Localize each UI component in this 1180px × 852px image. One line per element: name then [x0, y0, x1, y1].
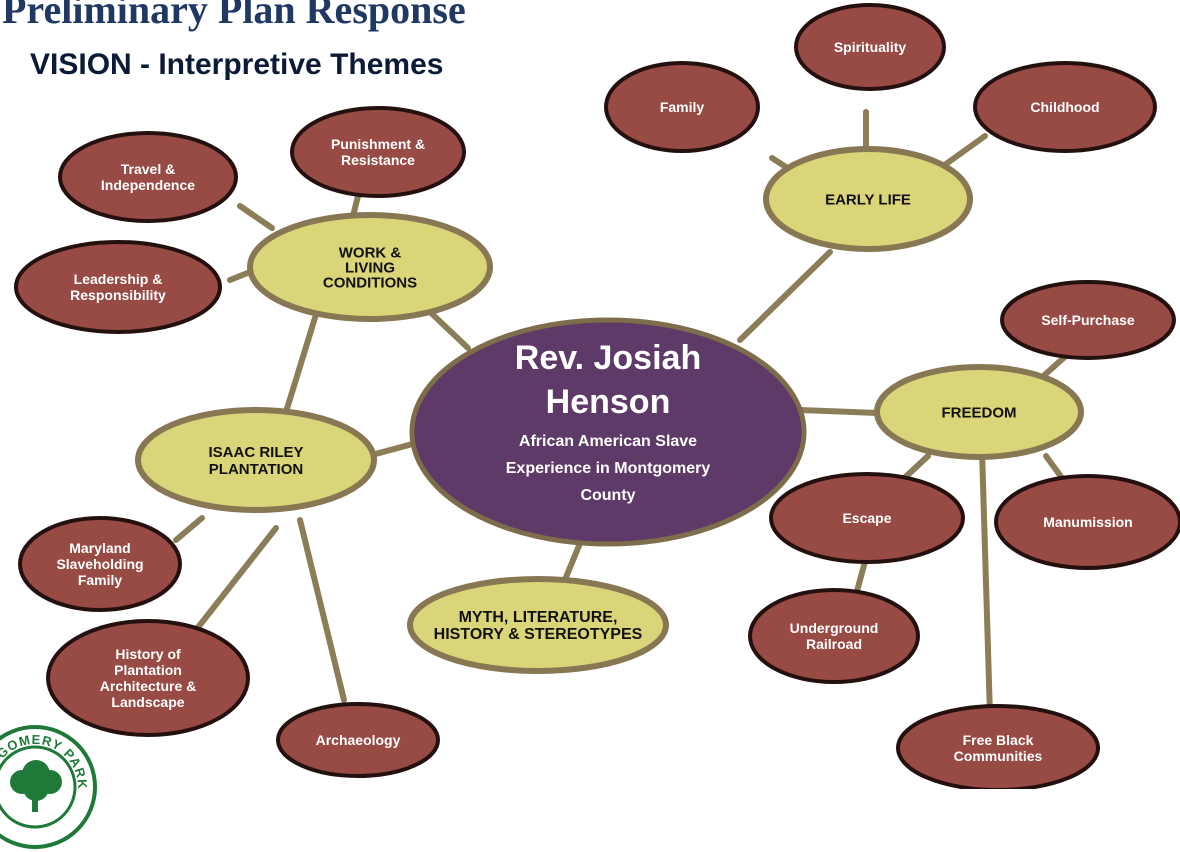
topic-manumission-label: Manumission: [1043, 514, 1132, 530]
topic-escape-label: Escape: [842, 510, 891, 526]
topic-spirituality-shape: [794, 3, 946, 91]
edge-isaac-maryland: [173, 515, 205, 543]
topic-family-label: Family: [660, 99, 705, 115]
topic-maryland-shape: [18, 516, 182, 612]
topic-punishment-label: Punishment &Resistance: [331, 136, 425, 168]
topic-leadership-label: Leadership &Responsibility: [70, 271, 166, 303]
topic-self-purchase-label: Self-Purchase: [1041, 312, 1135, 328]
topic-self-purchase: Self-Purchase: [1000, 280, 1176, 360]
topic-manumission: Manumission: [994, 474, 1180, 570]
topic-childhood: Childhood: [973, 61, 1157, 153]
edge-work-isaac: [283, 305, 321, 415]
theme-early-life-label: EARLY LIFE: [825, 191, 911, 208]
edge-isaac-archaeology: [297, 517, 347, 703]
edge-work-travel: [237, 203, 275, 231]
theme-early-life-shape: [763, 146, 973, 252]
topic-spirituality-label: Spirituality: [834, 39, 907, 55]
theme-myth-label: MYTH, LITERATURE,HISTORY & STEREOTYPES: [434, 609, 643, 643]
page-title: Preliminary Plan Response: [2, 0, 466, 32]
edge-freedom-free: [979, 447, 993, 719]
theme-freedom-shape: [874, 364, 1084, 460]
slide-subtitle: VISION - Interpretive Themes: [30, 48, 444, 81]
topic-travel-label: Travel &Independence: [101, 161, 195, 193]
edge-center-early: [737, 249, 833, 343]
topic-leadership: Leadership &Responsibility: [14, 240, 222, 334]
montgomery-parks-logo: MONTGOMERY PARKS: [0, 722, 97, 849]
topic-archaeology: Archaeology: [276, 702, 440, 778]
topic-punishment-shape: [290, 106, 466, 198]
edge-work-leadership: [227, 269, 253, 283]
topic-spirituality: Spirituality: [794, 3, 946, 91]
theme-work-shape: [247, 212, 493, 322]
edge-center-work: [427, 309, 471, 351]
theme-freedom-label: FREEDOM: [942, 404, 1017, 421]
topic-history-shape: [46, 619, 250, 737]
edge-early-childhood: [943, 133, 988, 167]
edge-center-freedom: [797, 407, 881, 416]
edge-freedom-manumission: [1043, 453, 1065, 481]
theme-early-life: EARLY LIFE: [763, 146, 973, 252]
theme-myth: MYTH, LITERATURE,HISTORY & STEREOTYPES: [407, 576, 669, 674]
topic-leadership-shape: [14, 240, 222, 334]
topic-free-black-shape: [896, 704, 1100, 789]
topic-childhood-shape: [973, 61, 1157, 153]
edge-isaac-history: [193, 525, 279, 633]
topic-travel-shape: [58, 131, 238, 223]
theme-freedom: FREEDOM: [874, 364, 1084, 460]
topic-escape-shape: [769, 472, 965, 564]
topic-archaeology-shape: [276, 702, 440, 778]
topic-travel: Travel &Independence: [58, 131, 238, 223]
topic-manumission-shape: [994, 474, 1180, 570]
center-node-shape: [409, 317, 807, 547]
theme-isaac-shape: [135, 407, 377, 513]
theme-myth-shape: [407, 576, 669, 674]
topic-punishment: Punishment &Resistance: [290, 106, 466, 198]
topic-family-shape: [604, 61, 760, 153]
topic-escape: Escape: [769, 472, 965, 564]
topic-underground-shape: [748, 588, 920, 684]
topic-archaeology-label: Archaeology: [316, 732, 401, 748]
topic-childhood-label: Childhood: [1030, 99, 1099, 115]
topic-family: Family: [604, 61, 760, 153]
topic-self-purchase-shape: [1000, 280, 1176, 360]
